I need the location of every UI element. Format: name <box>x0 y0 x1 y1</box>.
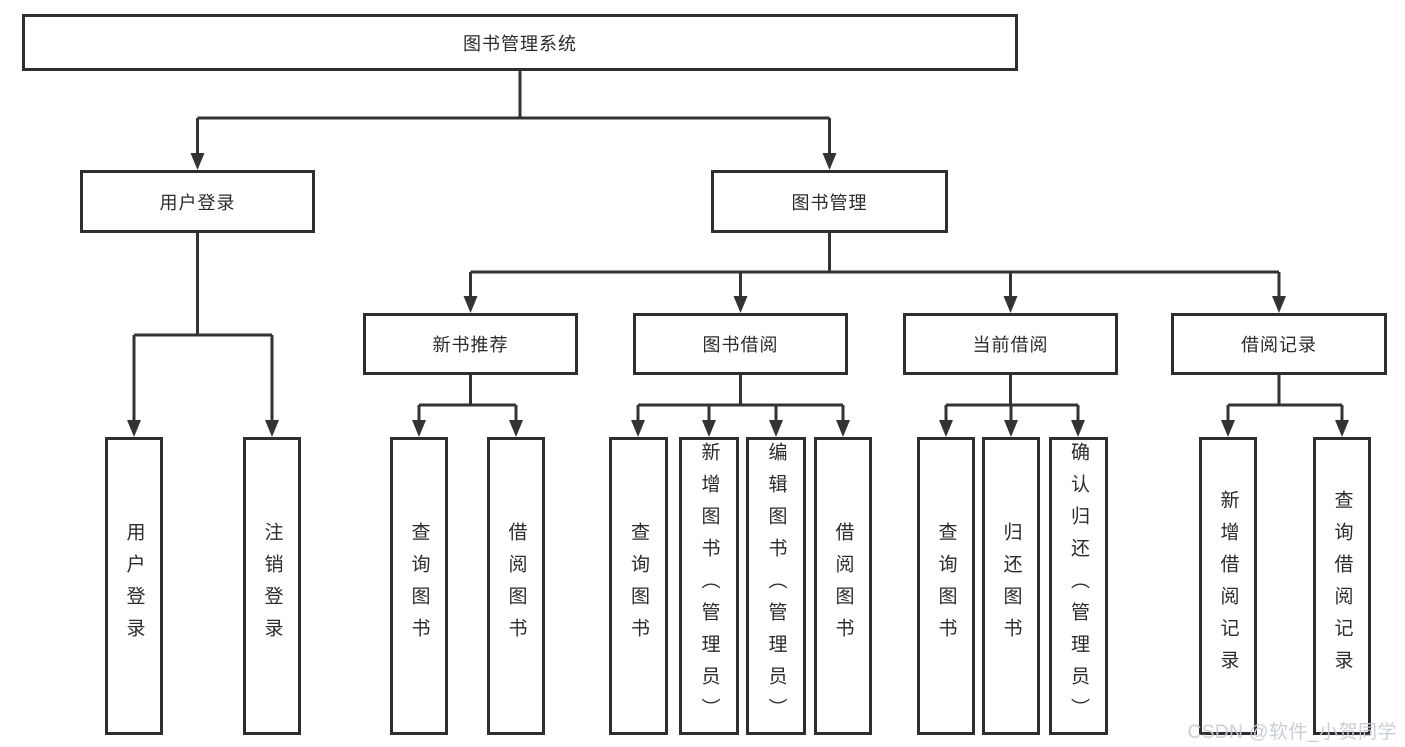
leaf-query-books-recommend: 查询图书 <box>390 437 448 735</box>
leaf-edit-book-admin: 编辑图书（管理员） <box>746 437 806 735</box>
node-label: 查询图书 <box>628 522 649 650</box>
node-label: 用户登录 <box>159 192 236 213</box>
node-label: 图书管理 <box>791 192 868 213</box>
leaf-borrow-books-recommend: 借阅图书 <box>487 437 545 735</box>
node-book-borrowing: 图书借阅 <box>633 313 848 375</box>
node-user-login: 用户登录 <box>80 170 315 233</box>
node-label: 当前借阅 <box>972 335 1049 355</box>
node-label: 借阅记录 <box>1241 335 1317 355</box>
node-label: 新增借阅记录 <box>1217 490 1239 682</box>
node-label: 查询图书 <box>935 522 957 650</box>
node-label: 确认归还（管理员） <box>1068 442 1089 730</box>
node-label: 新增图书（管理员） <box>698 442 720 730</box>
node-book-management: 图书管理 <box>711 170 948 233</box>
leaf-borrow-books-borrowing: 借阅图书 <box>814 437 872 735</box>
node-current-borrowing: 当前借阅 <box>903 313 1118 375</box>
leaf-logout-login: 注销登录 <box>243 437 301 735</box>
node-new-book-recommendation: 新书推荐 <box>363 313 578 375</box>
leaf-user-login: 用户登录 <box>105 437 163 735</box>
node-borrowing-records: 借阅记录 <box>1171 313 1387 375</box>
leaf-return-books: 归还图书 <box>982 437 1040 735</box>
node-label: 借阅图书 <box>832 522 854 650</box>
node-label: 新书推荐 <box>432 335 509 355</box>
node-label: 图书借阅 <box>702 335 779 355</box>
node-label: 编辑图书（管理员） <box>765 442 787 730</box>
leaf-query-borrow-record: 查询借阅记录 <box>1313 437 1371 735</box>
leaf-query-books-current: 查询图书 <box>917 437 975 735</box>
node-label: 查询借阅记录 <box>1331 490 1353 682</box>
csdn-watermark: CSDN @软件_小贺同学 <box>1187 722 1397 743</box>
node-label: 归还图书 <box>1000 522 1022 650</box>
node-label: 图书管理系统 <box>463 33 577 54</box>
node-library-management-system: 图书管理系统 <box>22 14 1018 71</box>
leaf-query-books-borrowing: 查询图书 <box>609 437 668 735</box>
leaf-add-book-admin: 新增图书（管理员） <box>679 437 739 735</box>
leaf-add-borrow-record: 新增借阅记录 <box>1199 437 1257 735</box>
node-label: 用户登录 <box>123 522 145 650</box>
node-label: 借阅图书 <box>505 522 527 650</box>
node-label: 注销登录 <box>261 522 283 650</box>
leaf-confirm-return-admin: 确认归还（管理员） <box>1049 437 1108 735</box>
node-label: 查询图书 <box>408 522 430 650</box>
